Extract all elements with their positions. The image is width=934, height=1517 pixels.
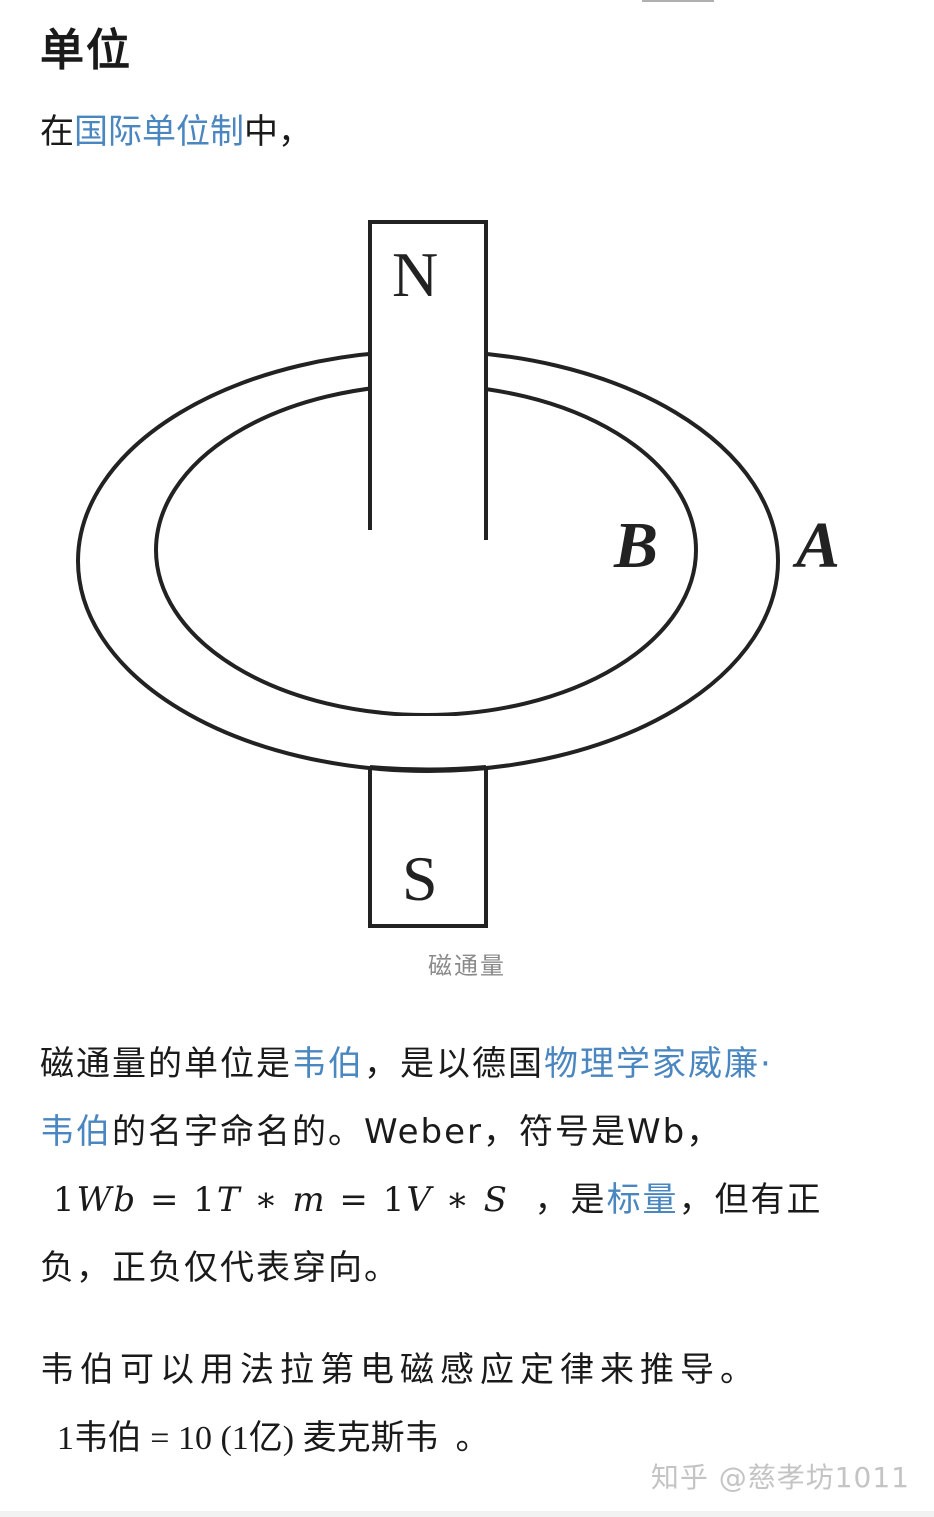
link-weber-unit[interactable]: 韦伯: [292, 1044, 364, 1084]
intro-prefix: 在: [40, 112, 74, 152]
derivation-paragraph: 韦伯可以用法拉第电磁感应定律来推导。 1韦伯 = 10 (1亿) 麦克斯韦 。: [40, 1336, 760, 1472]
label-ring-a: A: [796, 509, 841, 582]
derivation-line-2: 1韦伯 = 10 (1亿) 麦克斯韦 。: [40, 1404, 760, 1472]
label-south-pole: S: [402, 843, 438, 914]
section-title: 单位: [40, 25, 132, 76]
link-scalar[interactable]: 标量: [606, 1180, 679, 1220]
bottom-divider: [0, 1511, 934, 1517]
derivation-line-1: 韦伯可以用法拉第电磁感应定律来推导。: [40, 1350, 760, 1390]
text-segment: 磁通量的单位是: [40, 1044, 292, 1084]
label-north-pole: N: [392, 239, 439, 310]
unit-paragraph: 磁通量的单位是韦伯，是以德国物理学家威廉· 韦伯的名字命名的。Weber，符号是…: [40, 1030, 900, 1302]
top-scroll-indicator: [642, 0, 714, 2]
weber-maxwell-equation: 1韦伯 = 10 (1亿) 麦克斯韦: [56, 1420, 439, 1457]
text-segment: 的名字命名的。Weber，符号是Wb，: [112, 1112, 723, 1152]
unit-line-4: 负，正负仅代表穿向。: [40, 1248, 400, 1288]
weber-formula: 1Wb = 1T ∗ m = 1V ∗ S: [52, 1180, 509, 1220]
figure-caption: 磁通量: [428, 952, 506, 980]
unit-line-3: 1Wb = 1T ∗ m = 1V ∗ S ，是标量，但有正: [40, 1166, 900, 1234]
text-segment: ，是以德国: [364, 1044, 544, 1084]
magnet-ring-diagram: [76, 220, 780, 928]
label-ring-b: B: [614, 509, 659, 582]
text-segment: ，但有正: [678, 1180, 823, 1220]
unit-line-2: 韦伯的名字命名的。Weber，符号是Wb，: [40, 1098, 900, 1166]
magnetic-flux-figure: N S B A: [0, 200, 934, 940]
link-si-units[interactable]: 国际单位制: [74, 112, 244, 152]
intro-suffix: 中，: [244, 112, 312, 152]
text-segment: 。: [438, 1418, 496, 1458]
unit-line-1: 磁通量的单位是韦伯，是以德国物理学家威廉·: [40, 1030, 900, 1098]
link-physicist-weber[interactable]: 物理学家威廉·: [544, 1044, 773, 1084]
intro-paragraph: 在国际单位制中，: [40, 98, 312, 166]
text-segment: ，是: [521, 1180, 607, 1220]
zhihu-watermark: 知乎 @慈孝坊1011: [650, 1461, 910, 1494]
link-physicist-weber-cont[interactable]: 韦伯: [40, 1112, 112, 1152]
